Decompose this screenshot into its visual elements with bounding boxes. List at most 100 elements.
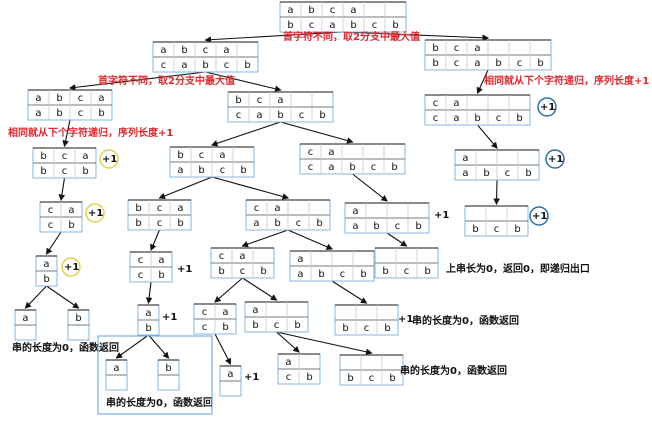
node-cell: b (294, 320, 300, 331)
node-cell: a (252, 305, 258, 316)
node-cell: c (240, 266, 246, 277)
node-cell: a (474, 43, 480, 54)
node-cell: b (360, 269, 366, 280)
edge-n_A3-n_A5 (148, 334, 170, 359)
node-cell: b (319, 110, 325, 121)
edge-n_root-n_R (342, 31, 490, 42)
node-cell: b (177, 218, 183, 229)
node-cell: c (369, 373, 375, 384)
node-cell: b (98, 108, 104, 119)
node-cell: b (75, 313, 81, 324)
node-cell: c (372, 20, 378, 31)
node-cell: c (340, 269, 346, 280)
node-cell: c (157, 203, 163, 214)
node-cell: c (254, 203, 260, 214)
plus-one-n_A3: +1 (162, 312, 177, 323)
node-cell: b (287, 20, 293, 31)
group-frame (97, 335, 213, 415)
node-cell: c (330, 5, 336, 16)
node-cell: b (145, 323, 151, 334)
node-cell: c (309, 20, 315, 31)
node-cell: a (453, 98, 459, 109)
node-cell: a (297, 269, 303, 280)
node-cell: b (158, 270, 164, 281)
node-cell: c (78, 108, 84, 119)
node-cell: c (236, 110, 242, 121)
note-exit-right: 上串长为0，返回0，即递归出口 (446, 262, 590, 275)
node-cell: c (404, 266, 410, 277)
node-cell: b (537, 58, 543, 69)
node-cell: c (202, 307, 208, 318)
note-left: 首字符不同，取2分支中最大值 (98, 74, 235, 87)
edge-n_LRa-n_B1 (211, 176, 290, 200)
edge-n_LL3-n_LLa (24, 285, 47, 309)
node-cell: c (224, 60, 230, 71)
node-cell: c (202, 322, 208, 333)
node-cell: a (181, 60, 187, 71)
node-cell: c (78, 93, 84, 104)
node-cell: b (56, 108, 62, 119)
note-end-d: 串的长度为0，函数返回 (400, 364, 507, 377)
node-cell: a (474, 58, 480, 69)
edge-n_root-n_L (204, 31, 344, 43)
node-cell: a (274, 203, 280, 214)
node-cell: a (352, 206, 358, 217)
node-cell: c (138, 255, 144, 266)
node-cell: b (202, 60, 208, 71)
node-n_A5: b (157, 359, 180, 391)
node-cell: b (222, 322, 228, 333)
node-cell: a (277, 95, 283, 106)
node-cell: a (352, 221, 358, 232)
plus-one-n_B7: +1 (398, 314, 413, 325)
plus-one-n_LL2: +1 (85, 203, 105, 223)
edge-n_A3-n_A4 (115, 334, 149, 359)
node-cell: c (496, 113, 502, 124)
node-cell: b (244, 60, 250, 71)
node-cell: c (199, 150, 205, 161)
node-cell: c (296, 218, 302, 229)
node-cell: c (395, 221, 401, 232)
plus-one-label: +1 (162, 312, 177, 323)
node-cell: b (198, 165, 204, 176)
edge-n_LL1-n_LL2 (58, 177, 66, 202)
node-cell: b (165, 363, 171, 374)
node-cell: c (364, 323, 370, 334)
plus-one-n_Rb: +1 (434, 210, 449, 221)
edge-n_Rb-n_B4 (386, 232, 408, 247)
node-cell: b (483, 168, 489, 179)
node-cell: b (525, 168, 531, 179)
node-cell: b (516, 113, 522, 124)
plus-one-label: +1 (88, 208, 103, 219)
plus-one-n_LL1: +1 (99, 149, 119, 169)
node-cell: b (472, 224, 478, 235)
node-cell: b (82, 166, 88, 177)
plus-one-label: +1 (102, 154, 117, 165)
node-cell: b (235, 95, 241, 106)
note-end-c: 串的长度为0，函数返回 (412, 314, 519, 327)
node-cell: b (432, 58, 438, 69)
plus-one-n_R2: +1 (545, 149, 565, 169)
edge-n_B6-n_B10 (276, 331, 373, 356)
node-cell: c (494, 224, 500, 235)
node-cell: c (505, 168, 511, 179)
node-cell: b (389, 373, 395, 384)
node-cell: c (286, 372, 292, 383)
node-cell: b (40, 151, 46, 162)
node-cell: a (285, 357, 291, 368)
node-cell: b (181, 45, 187, 56)
node-cell: b (277, 110, 283, 121)
node-cell: c (203, 45, 209, 56)
node-cell: b (495, 58, 501, 69)
node-cell: b (350, 20, 356, 31)
node-cell: a (328, 162, 334, 173)
